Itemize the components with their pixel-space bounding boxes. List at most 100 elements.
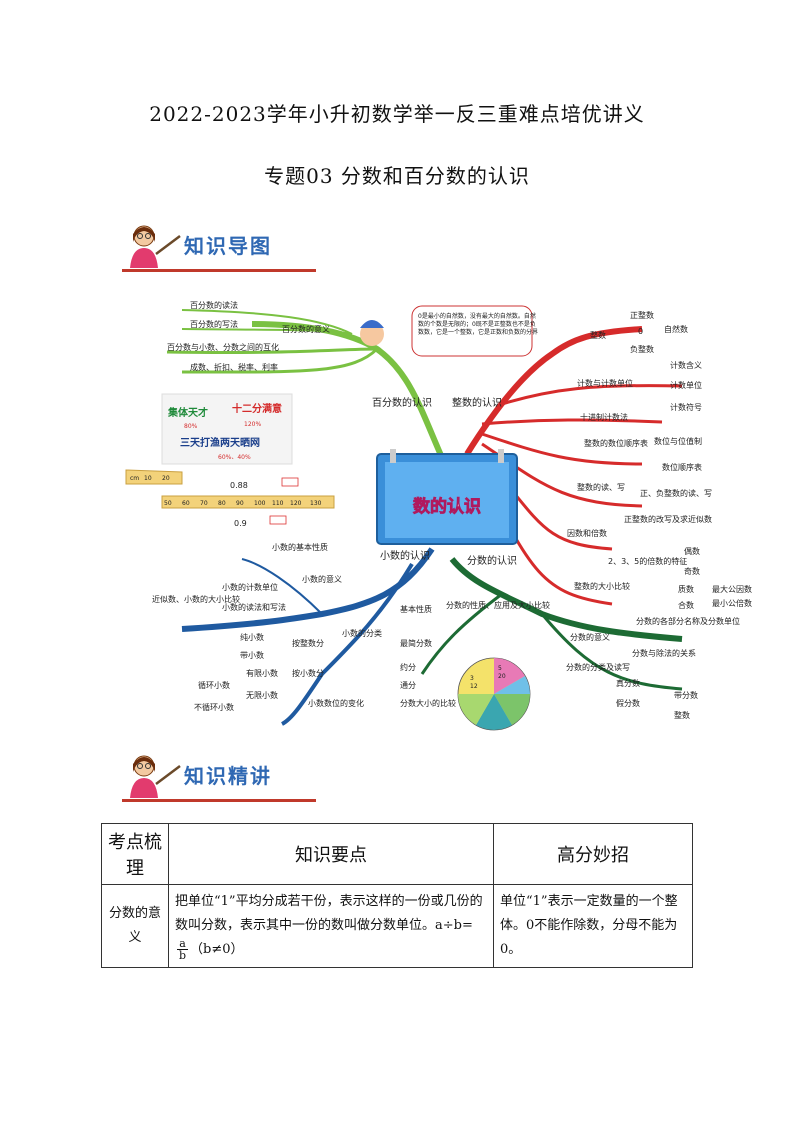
svg-text:分数的各部分名称及分数单位: 分数的各部分名称及分数单位	[636, 616, 740, 626]
svg-text:20: 20	[162, 475, 170, 482]
svg-text:基本性质: 基本性质	[400, 604, 432, 614]
svg-text:2、3、5的倍数的特征: 2、3、5的倍数的特征	[608, 556, 687, 566]
svg-text:正整数的改写及求近似数: 正整数的改写及求近似数	[624, 514, 712, 524]
mindmap-heading: 知识导图	[184, 234, 272, 258]
svg-text:循环小数: 循环小数	[198, 680, 230, 690]
svg-text:80: 80	[218, 500, 226, 507]
info-bubble: 0是最小的自然数，没有最大的自然数。自然数的个数是无限的；0既不是正整数也不是负…	[418, 312, 538, 336]
mindmap-section-banner: 知识导图	[122, 222, 322, 272]
svg-text:12: 12	[470, 683, 478, 690]
svg-text:120: 120	[290, 500, 302, 507]
lecture-heading: 知识精讲	[184, 764, 272, 788]
svg-text:整数的读、写: 整数的读、写	[577, 482, 625, 492]
svg-text:数位顺序表: 数位顺序表	[662, 462, 702, 472]
branch-fraction: 分数的认识	[467, 554, 517, 567]
svg-text:最大公因数: 最大公因数	[712, 584, 752, 594]
document-subtitle: 专题03 分数和百分数的认识	[264, 164, 530, 188]
svg-text:有限小数: 有限小数	[246, 668, 278, 678]
svg-text:三天打渔两天晒网: 三天打渔两天晒网	[180, 436, 260, 449]
fraction-pie: 5 20 3 12	[457, 657, 531, 731]
svg-text:百分数的写法: 百分数的写法	[190, 319, 238, 329]
svg-text:因数和倍数: 因数和倍数	[567, 528, 607, 538]
table-row: 分数的意义 把单位“1”平均分成若干份，表示这样的一份或几份的数叫分数，表示其中…	[101, 884, 693, 968]
row-points: 把单位“1”平均分成若干份，表示这样的一份或几份的数叫分数，表示其中一份的数叫做…	[168, 884, 494, 968]
svg-text:计数含义: 计数含义	[670, 360, 702, 370]
svg-text:整数的数位顺序表: 整数的数位顺序表	[584, 438, 648, 448]
svg-text:计数符号: 计数符号	[670, 402, 702, 412]
svg-text:120%: 120%	[244, 421, 261, 428]
svg-text:0.88: 0.88	[230, 481, 248, 490]
svg-text:0.9: 0.9	[234, 519, 247, 528]
svg-text:按整数分: 按整数分	[292, 638, 324, 648]
svg-text:50: 50	[164, 500, 172, 507]
ruler-graphic: cm 10 20 50 60 70 80 90 100 110 120 130 …	[125, 469, 335, 528]
svg-text:正、负整数的读、写: 正、负整数的读、写	[640, 488, 712, 498]
svg-text:80%: 80%	[184, 423, 198, 430]
table-header-row: 考点梳理 知识要点 高分妙招	[101, 823, 693, 885]
svg-text:最小公倍数: 最小公倍数	[712, 598, 752, 608]
mind-map: 数的认识 百分数的认识 百分数的意义 百分数的读法 百分数的写法 百分数与小数、…	[125, 300, 752, 731]
branch-integer: 整数的认识	[452, 396, 502, 409]
svg-text:纯小数: 纯小数	[240, 632, 264, 642]
svg-text:分数的分类及读写: 分数的分类及读写	[566, 662, 630, 672]
svg-text:60%、40%: 60%、40%	[218, 454, 251, 461]
svg-text:集体天才: 集体天才	[167, 406, 208, 419]
svg-text:小数的读法和写法: 小数的读法和写法	[222, 602, 286, 612]
svg-text:带小数: 带小数	[240, 650, 264, 660]
lecture-section-banner: 知识精讲	[122, 752, 322, 802]
header-points: 知识要点	[168, 823, 494, 885]
svg-text:小数的基本性质: 小数的基本性质	[272, 542, 328, 552]
svg-text:百分数的读法: 百分数的读法	[190, 300, 238, 310]
row-tip: 单位“1”表示一定数量的一个整体。0不能作除数，分母不能为0。	[493, 884, 693, 968]
svg-text:20: 20	[498, 673, 506, 680]
svg-text:最简分数: 最简分数	[400, 638, 432, 648]
svg-text:通分: 通分	[400, 680, 416, 690]
header-topic: 考点梳理	[101, 823, 169, 885]
svg-text:约分: 约分	[400, 662, 416, 672]
svg-text:近似数、小数的大小比较: 近似数、小数的大小比较	[152, 594, 240, 604]
svg-text:5: 5	[498, 665, 502, 672]
svg-text:10: 10	[144, 475, 152, 482]
teacher-icon	[130, 225, 181, 268]
svg-text:100: 100	[254, 500, 266, 507]
svg-text:70: 70	[200, 500, 208, 507]
svg-text:110: 110	[272, 500, 284, 507]
svg-text:成数、折扣、税率、利率: 成数、折扣、税率、利率	[190, 362, 278, 372]
svg-text:十进制计数法: 十进制计数法	[580, 412, 628, 422]
teacher-icon	[130, 755, 181, 798]
branch-percent: 百分数的认识	[372, 396, 432, 409]
document-title: 2022-2023学年小升初数学举一反三重难点培优讲义	[149, 102, 645, 126]
svg-text:计数与计数单位: 计数与计数单位	[577, 378, 633, 388]
svg-text:整数的大小比较: 整数的大小比较	[574, 581, 630, 591]
heading-rule	[122, 269, 316, 272]
svg-text:分数的性质、应用及大小比较: 分数的性质、应用及大小比较	[446, 600, 550, 610]
svg-text:合数: 合数	[678, 600, 694, 610]
svg-text:小数的意义: 小数的意义	[302, 574, 342, 584]
svg-text:百分数的意义: 百分数的意义	[282, 324, 330, 334]
svg-text:小数的计数单位: 小数的计数单位	[222, 582, 278, 592]
svg-text:不循环小数: 不循环小数	[194, 702, 234, 712]
svg-text:计数单位: 计数单位	[670, 380, 702, 390]
svg-text:十二分满意: 十二分满意	[232, 402, 282, 415]
svg-text:130: 130	[310, 500, 322, 507]
svg-text:偶数: 偶数	[684, 546, 700, 556]
svg-text:60: 60	[182, 500, 190, 507]
svg-text:分数大小的比较: 分数大小的比较	[400, 698, 456, 708]
svg-text:正整数: 正整数	[630, 310, 654, 320]
svg-text:分数的意义: 分数的意义	[570, 632, 610, 642]
heading-rule	[122, 799, 316, 802]
branch-decimal: 小数的认识	[380, 549, 430, 562]
svg-text:小数数位的变化: 小数数位的变化	[308, 698, 364, 708]
svg-text:假分数: 假分数	[616, 698, 640, 708]
svg-text:百分数与小数、分数之间的互化: 百分数与小数、分数之间的互化	[167, 342, 279, 352]
svg-text:小数的分类: 小数的分类	[342, 628, 382, 638]
header-tips: 高分妙招	[493, 823, 693, 885]
svg-text:真分数: 真分数	[616, 678, 640, 688]
svg-text:分数与除法的关系: 分数与除法的关系	[632, 648, 696, 658]
svg-text:带分数: 带分数	[674, 690, 698, 700]
mindmap-center: 数的认识	[413, 496, 481, 517]
svg-text:整数: 整数	[590, 330, 606, 340]
svg-text:奇数: 奇数	[684, 566, 700, 576]
svg-text:整数: 整数	[674, 710, 690, 720]
